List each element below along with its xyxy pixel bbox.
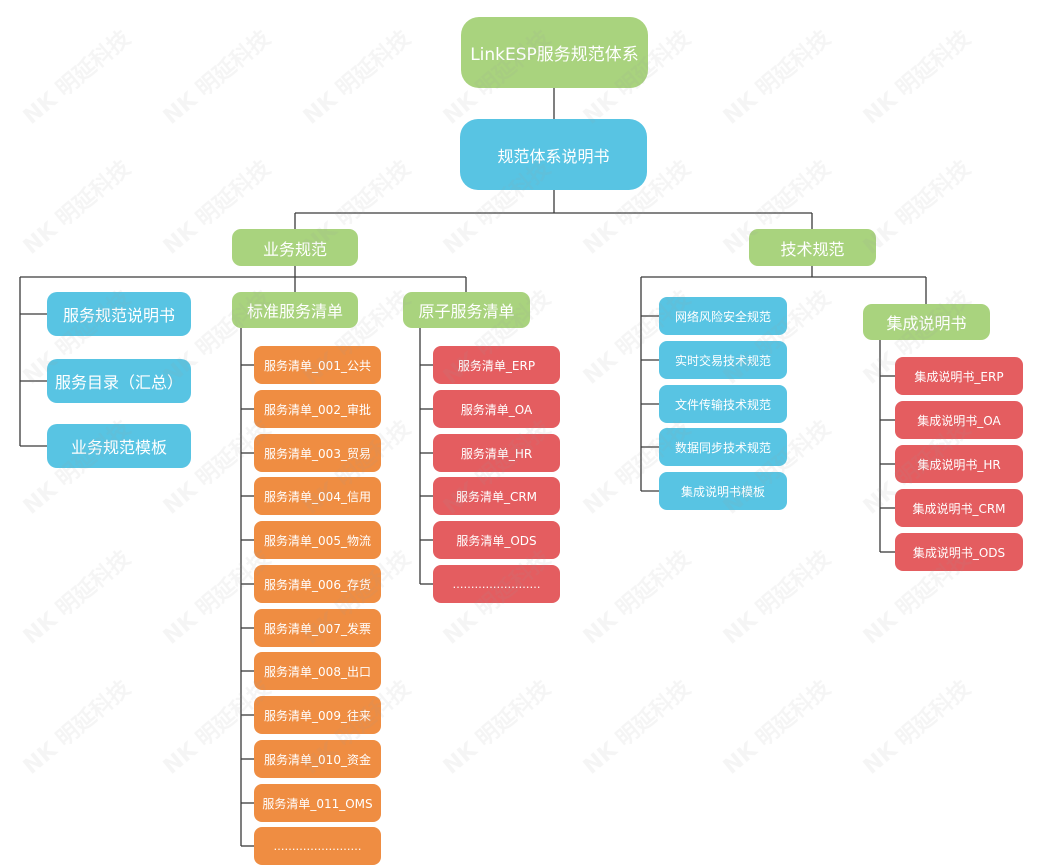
tech-spec-item: 数据同步技术规范 <box>659 428 787 466</box>
standard-service-list-node: 标准服务清单 <box>232 292 358 328</box>
standard-list-item-ellipsis: …………………… <box>254 827 381 865</box>
standard-list-item: 服务清单_001_公共 <box>254 346 381 384</box>
standard-list-item: 服务清单_004_信用 <box>254 477 381 515</box>
business-doc-service-catalog: 服务目录（汇总） <box>47 359 191 403</box>
manual-node: 规范体系说明书 <box>460 119 647 190</box>
technical-spec-node: 技术规范 <box>749 229 876 266</box>
standard-list-item: 服务清单_003_贸易 <box>254 434 381 472</box>
standard-list-item: 服务清单_008_出口 <box>254 652 381 690</box>
business-spec-node: 业务规范 <box>232 229 358 266</box>
integration-item: 集成说明书_ODS <box>895 533 1023 571</box>
tech-spec-item: 集成说明书模板 <box>659 472 787 510</box>
integration-item: 集成说明书_OA <box>895 401 1023 439</box>
standard-list-item: 服务清单_009_往来 <box>254 696 381 734</box>
standard-list-item: 服务清单_007_发票 <box>254 609 381 647</box>
atomic-list-item: 服务清单_HR <box>433 434 560 472</box>
standard-list-item: 服务清单_011_OMS <box>254 784 381 822</box>
business-doc-service-manual: 服务规范说明书 <box>47 292 191 336</box>
root-node: LinkESP服务规范体系 <box>461 17 648 88</box>
business-doc-template: 业务规范模板 <box>47 424 191 468</box>
standard-list-item: 服务清单_006_存货 <box>254 565 381 603</box>
integration-item: 集成说明书_HR <box>895 445 1023 483</box>
atomic-list-item: 服务清单_OA <box>433 390 560 428</box>
standard-list-item: 服务清单_010_资金 <box>254 740 381 778</box>
atomic-list-item: 服务清单_CRM <box>433 477 560 515</box>
standard-list-item: 服务清单_002_审批 <box>254 390 381 428</box>
tech-spec-item: 实时交易技术规范 <box>659 341 787 379</box>
atomic-service-list-node: 原子服务清单 <box>403 292 530 328</box>
standard-list-item: 服务清单_005_物流 <box>254 521 381 559</box>
tech-spec-item: 文件传输技术规范 <box>659 385 787 423</box>
integration-item: 集成说明书_CRM <box>895 489 1023 527</box>
atomic-list-item: 服务清单_ERP <box>433 346 560 384</box>
atomic-list-item-ellipsis: …………………… <box>433 565 560 603</box>
tech-spec-item: 网络风险安全规范 <box>659 297 787 335</box>
atomic-list-item: 服务清单_ODS <box>433 521 560 559</box>
integration-manual-node: 集成说明书 <box>863 304 990 340</box>
integration-item: 集成说明书_ERP <box>895 357 1023 395</box>
